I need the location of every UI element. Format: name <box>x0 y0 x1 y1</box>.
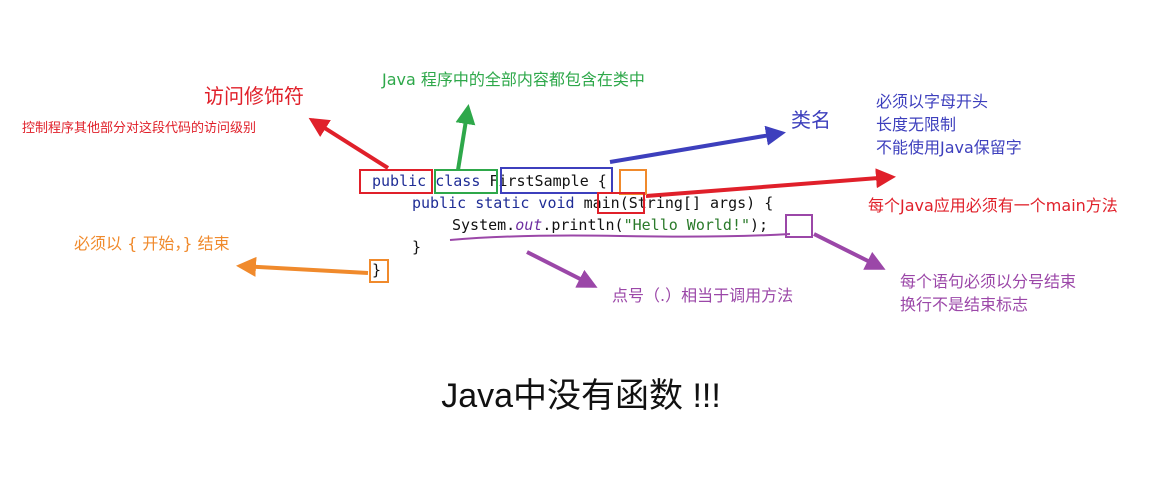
arrow-dot-operator <box>526 250 598 288</box>
keyword-public: public <box>372 172 427 190</box>
code-line-close-class: } <box>372 259 381 281</box>
label-name-rule-3: 不能使用Java保留字 <box>876 138 1022 157</box>
box-class <box>434 169 498 194</box>
label-access-modifier: 访问修饰符 <box>204 84 304 108</box>
arrow-semicolon <box>813 232 886 270</box>
keyword-class: class <box>435 172 481 190</box>
code-line-class-declaration: public class FirstSample { <box>372 170 607 192</box>
label-name-rule-2: 长度无限制 <box>876 115 957 134</box>
box-main <box>597 192 645 214</box>
arrow-access-modifier <box>308 117 390 170</box>
out-token: out <box>515 216 543 234</box>
box-open-brace <box>619 169 647 195</box>
arrow-main-method <box>645 168 896 198</box>
dot-underline <box>449 233 791 241</box>
label-name-rule-1: 必须以字母开头 <box>876 92 989 111</box>
println-token: .println( <box>542 216 624 234</box>
main-params: (String[] args) { <box>619 194 774 212</box>
arrow-class-name <box>609 125 786 164</box>
code-line-main-declaration: public static void main(String[] args) { <box>412 192 773 214</box>
box-semicolon <box>785 214 813 238</box>
label-access-desc: 控制程序其他部分对这段代码的访问级别 <box>22 121 257 136</box>
close-brace-method: } <box>412 238 422 256</box>
open-brace: { <box>597 172 607 190</box>
code-line-println: System.out.println("Hello World!"); <box>452 214 768 236</box>
arrow-braces <box>236 256 369 277</box>
box-public <box>359 169 433 194</box>
label-braces-desc: 必须以 { 开始，} 结束 <box>74 234 230 253</box>
label-semicolon-desc-2: 换行不是结束标志 <box>900 295 1029 314</box>
main-modifiers: public static void <box>412 194 575 212</box>
label-class-name: 类名 <box>791 108 831 132</box>
close-brace-class: } <box>372 261 382 279</box>
box-class-name <box>500 167 613 194</box>
box-close-brace <box>369 259 389 283</box>
label-main-desc: 每个Java应用必须有一个main方法 <box>868 196 1118 215</box>
label-class-desc: Java 程序中的全部内容都包含在类中 <box>382 70 645 89</box>
label-dot-desc: 点号（.）相当于调用方法 <box>612 286 794 305</box>
main-method-name: main <box>583 194 620 212</box>
class-name: FirstSample <box>489 172 589 190</box>
system-token: System. <box>452 216 516 234</box>
hello-string: "Hello World!" <box>623 216 751 234</box>
label-semicolon-desc-1: 每个语句必须以分号结束 <box>900 272 1077 291</box>
page-title: Java中没有函数 !!! <box>441 377 721 415</box>
code-line-close-method: } <box>412 236 421 258</box>
statement-end: ); <box>750 216 769 234</box>
arrow-class-keyword <box>455 104 476 171</box>
